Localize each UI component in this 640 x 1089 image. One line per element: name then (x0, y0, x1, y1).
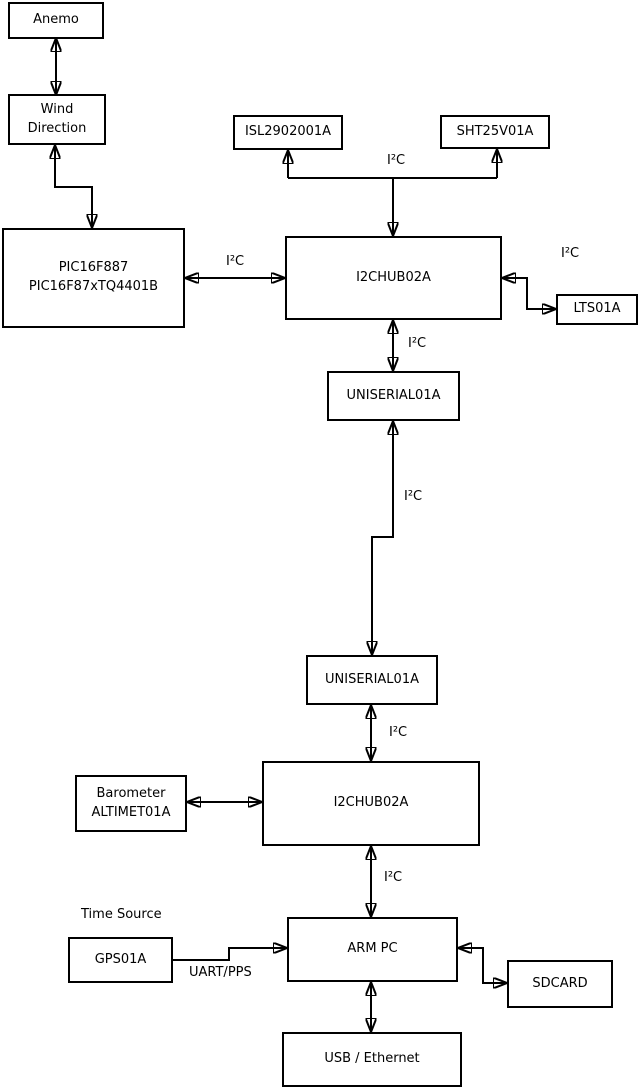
box-anemo: Anemo (8, 2, 104, 39)
i2c-label-uniserial-link: I²C (404, 489, 423, 504)
box-isl2902001a: ISL2902001A (233, 115, 343, 150)
i2c-label-lts: I²C (561, 246, 580, 261)
box-usb-ethernet: USB / Ethernet (282, 1032, 462, 1087)
i2c-label-hub2-armpc: I²C (384, 870, 403, 885)
box-i2chub-top: I2CHUB02A (285, 236, 502, 320)
box-uniserial-top: UNISERIAL01A (327, 371, 460, 421)
box-i2chub-bottom: I2CHUB02A (262, 761, 480, 846)
connector-uniserial1-uniserial2 (372, 422, 393, 654)
i2c-label-uniserial2-hub2: I²C (389, 725, 408, 740)
connector-wind-pic (55, 146, 92, 227)
box-uniserial-bottom: UNISERIAL01A (306, 655, 438, 705)
box-arm-pc: ARM PC (287, 917, 458, 982)
box-gps01a: GPS01A (68, 937, 173, 983)
i2c-label-top-bus: I²C (387, 153, 406, 168)
time-source-label: Time Source (81, 907, 162, 922)
box-wind-direction: Wind Direction (8, 94, 106, 145)
i2c-label-hub1-uniserial1: I²C (408, 336, 427, 351)
box-sdcard: SDCARD (507, 960, 613, 1008)
connector-hub1-lts (503, 278, 555, 309)
box-pic-microcontroller: PIC16F887 PIC16F87xTQ4401B (2, 228, 185, 328)
box-lts01a: LTS01A (556, 294, 638, 325)
box-barometer: Barometer ALTIMET01A (75, 775, 187, 832)
uart-pps-label: UART/PPS (189, 965, 252, 980)
connector-gps-armpc (173, 948, 286, 961)
connector-armpc-sdcard (459, 948, 506, 983)
box-sht25v01a: SHT25V01A (440, 115, 550, 149)
i2c-label-pic-hub1: I²C (226, 254, 245, 269)
